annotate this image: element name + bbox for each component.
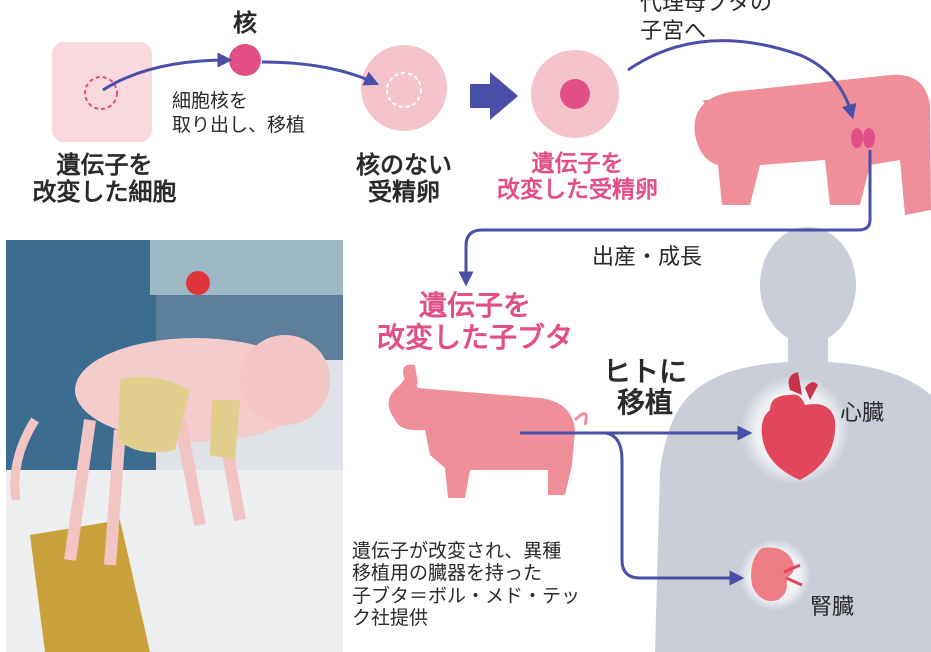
process-arrows	[102, 39, 872, 586]
surrogate-pig-icon	[694, 74, 931, 215]
modified-cell-label: 遺伝子を 改変した細胞	[32, 151, 177, 206]
birth-label: 出産・成長	[592, 245, 703, 270]
kidney-label: 腎臓	[810, 595, 855, 620]
transfer-label: 細胞核を 取り出し、移植	[172, 90, 306, 136]
modified-egg-icon	[531, 50, 619, 138]
kidney-icon	[739, 539, 811, 611]
modified-piglet-label: 遺伝子を 改変した子ブタ	[376, 289, 573, 355]
photo-caption: 遺伝子が改変され、異種 移植用の臓器を持った 子ブタ＝ボル・メド・テッ ク社提供	[352, 540, 581, 630]
nucleus-icon	[229, 44, 261, 76]
block-arrow-icon	[470, 72, 518, 120]
heart-label: 心臓	[840, 401, 885, 426]
piglet-photo	[6, 240, 343, 652]
transplant-label: ヒトに 移植	[602, 355, 687, 420]
modified-egg-label: 遺伝子を 改変した受精卵	[497, 151, 658, 203]
enucleated-egg-icon	[361, 45, 447, 131]
nucleus-label: 核	[233, 9, 257, 37]
enucleated-egg-label: 核のない 受精卵	[356, 151, 452, 206]
surrogate-label: 代理母ブタの 子宮へ	[640, 0, 773, 44]
modified-cell-icon	[52, 42, 152, 142]
piglet-silhouette-icon	[388, 364, 588, 498]
heart-icon	[740, 372, 850, 485]
